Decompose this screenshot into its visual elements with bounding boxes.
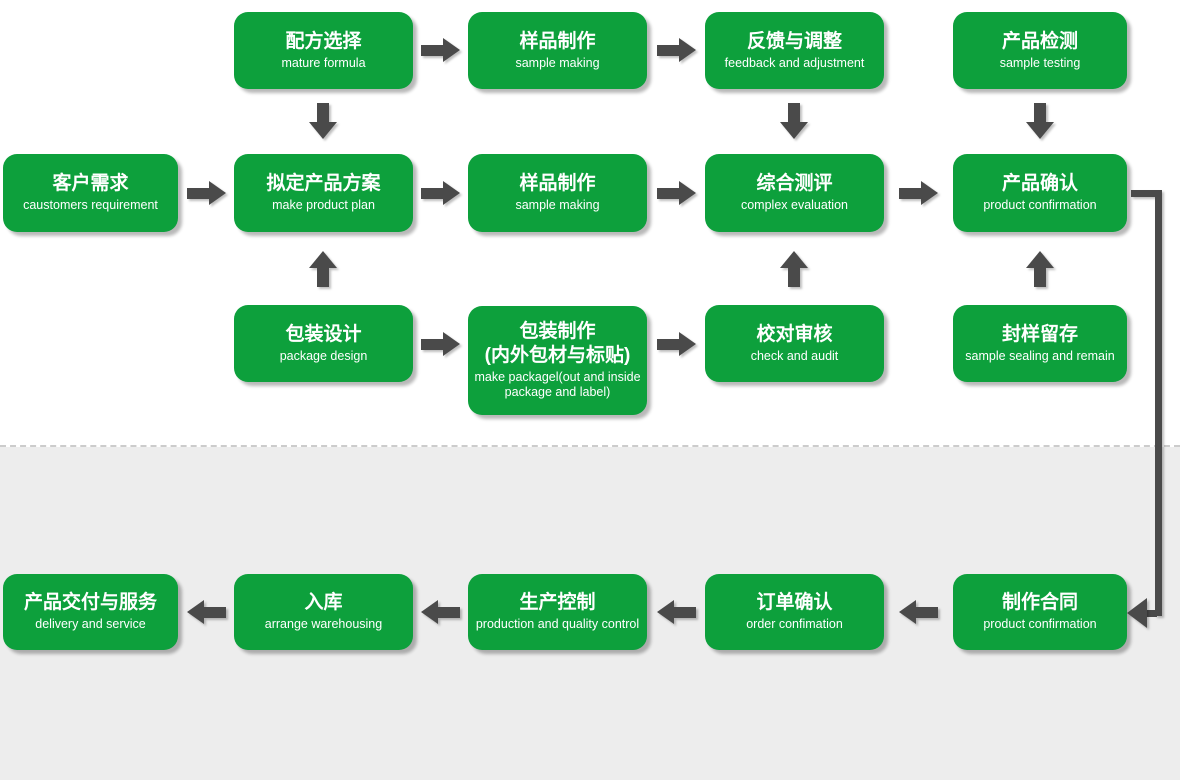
node-warehousing: 入库 arrange warehousing <box>234 574 413 650</box>
arrow-right-icon <box>657 38 696 62</box>
section-divider-dashed-line <box>0 445 1180 447</box>
node-subtitle: sample making <box>515 198 600 213</box>
node-subtitle: check and audit <box>750 348 839 363</box>
arrow-down-icon <box>309 103 337 139</box>
node-sample-making-1: 样品制作 sample making <box>468 12 647 89</box>
arrow-right-icon <box>657 181 696 205</box>
node-order-confirmation: 订单确认 order confimation <box>705 574 884 650</box>
node-title: 产品确认 <box>1001 173 1078 195</box>
node-title: 样品制作 <box>519 30 596 52</box>
arrow-right-icon <box>421 38 460 62</box>
node-title: 拟定产品方案 <box>266 173 381 195</box>
node-title: 入库 <box>304 592 343 614</box>
node-title: 客户需求 <box>52 173 129 195</box>
node-subtitle: product confirmation <box>983 198 1097 213</box>
node-subtitle: caustomers requirement <box>23 198 158 213</box>
node-subtitle: arrange warehousing <box>264 617 383 632</box>
flow-connector-stub <box>1145 610 1157 617</box>
node-subtitle: sample testing <box>999 55 1081 70</box>
node-title: 样品制作 <box>519 173 596 195</box>
node-title: 包装制作 <box>519 321 596 343</box>
node-title: 配方选择 <box>285 30 362 52</box>
node-subtitle: package design <box>279 348 368 363</box>
node-subtitle: mature formula <box>281 55 366 70</box>
arrow-left-icon <box>657 600 696 624</box>
node-subtitle: order confimation <box>746 617 843 632</box>
node-subtitle: make product plan <box>272 198 375 213</box>
node-product-plan: 拟定产品方案 make product plan <box>234 154 413 232</box>
arrow-down-icon <box>780 103 808 139</box>
node-feedback-adjustment: 反馈与调整 feedback and adjustment <box>705 12 884 89</box>
node-check-audit: 校对审核 check and audit <box>705 305 884 382</box>
node-title: 反馈与调整 <box>746 30 842 52</box>
node-title: 封样留存 <box>1001 323 1078 345</box>
node-subtitle: sample sealing and remain <box>965 348 1115 363</box>
node-sample-making-2: 样品制作 sample making <box>468 154 647 232</box>
node-sample-sealing: 封样留存 sample sealing and remain <box>953 305 1127 382</box>
node-production-control: 生产控制 production and quality control <box>468 574 647 650</box>
node-product-confirmation: 产品确认 product confirmation <box>953 154 1127 232</box>
node-complex-evaluation: 综合测评 complex evaluation <box>705 154 884 232</box>
node-contract-making: 制作合同 product confirmation <box>953 574 1127 650</box>
node-subtitle: product confirmation <box>983 617 1097 632</box>
arrow-left-icon <box>421 600 460 624</box>
node-title: 制作合同 <box>1001 592 1078 614</box>
arrow-right-icon <box>421 332 460 356</box>
node-package-making: 包装制作 (内外包材与标贴) make packagel(out and ins… <box>468 306 647 415</box>
flow-connector-line <box>1131 190 1162 616</box>
node-title-line2: (内外包材与标贴) <box>484 344 631 366</box>
node-title: 包装设计 <box>285 323 362 345</box>
node-title: 产品交付与服务 <box>23 592 157 614</box>
node-subtitle: complex evaluation <box>740 198 848 213</box>
arrow-right-icon <box>187 181 226 205</box>
node-title: 订单确认 <box>756 592 833 614</box>
node-subtitle: feedback and adjustment <box>724 55 865 70</box>
node-product-testing: 产品检测 sample testing <box>953 12 1127 89</box>
node-title: 产品检测 <box>1001 30 1078 52</box>
node-subtitle: production and quality control <box>475 617 640 632</box>
arrow-left-icon <box>1127 598 1147 628</box>
arrow-right-icon <box>899 181 938 205</box>
arrow-left-icon <box>899 600 938 624</box>
node-package-design: 包装设计 package design <box>234 305 413 382</box>
arrow-up-icon <box>309 251 337 287</box>
node-subtitle: make packagel(out and inside package and… <box>474 369 641 400</box>
node-title: 综合测评 <box>756 173 833 195</box>
arrow-right-icon <box>657 332 696 356</box>
arrow-left-icon <box>187 600 226 624</box>
node-customer-requirement: 客户需求 caustomers requirement <box>3 154 178 232</box>
arrow-down-icon <box>1026 103 1054 139</box>
node-delivery-service: 产品交付与服务 delivery and service <box>3 574 178 650</box>
node-subtitle: delivery and service <box>35 617 146 632</box>
node-title: 生产控制 <box>519 592 596 614</box>
arrow-up-icon <box>1026 251 1054 287</box>
node-title: 校对审核 <box>756 323 833 345</box>
arrow-right-icon <box>421 181 460 205</box>
arrow-up-icon <box>780 251 808 287</box>
node-formula-selection: 配方选择 mature formula <box>234 12 413 89</box>
node-subtitle: sample making <box>515 55 600 70</box>
